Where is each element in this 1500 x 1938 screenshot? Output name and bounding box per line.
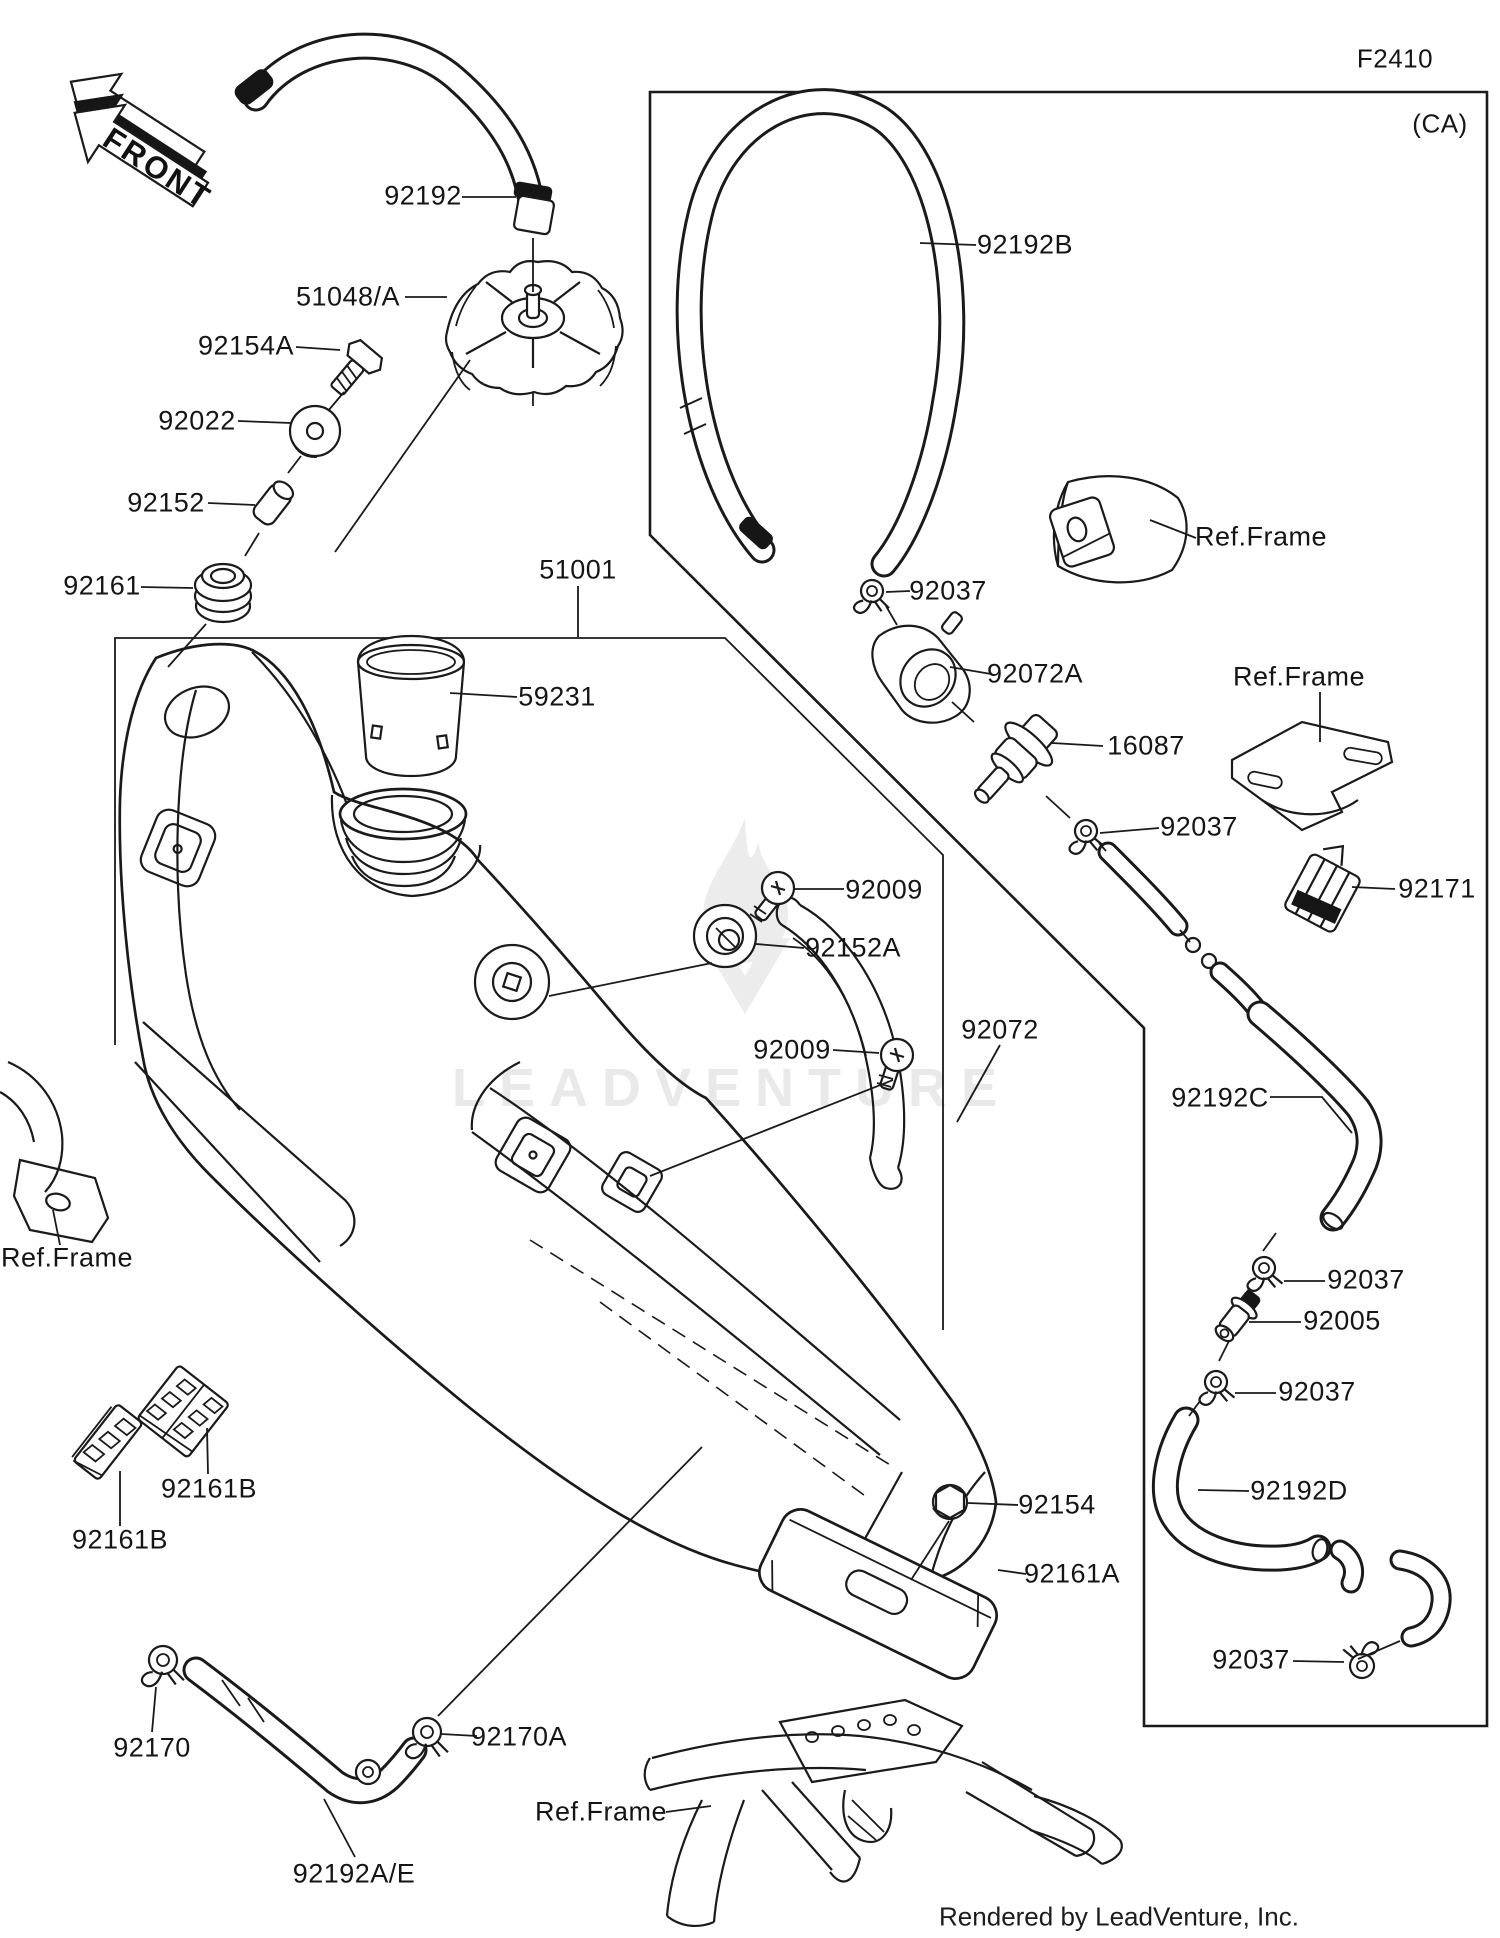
part-label-92037-2: 92037 [1160,811,1238,842]
part-label-92192C: 92192C [1171,1082,1269,1113]
part-label-92154: 92154 [1018,1489,1096,1520]
part-label-92022: 92022 [158,405,236,436]
tank-assembly-bracket [114,637,944,1330]
hose-92192B [675,88,966,578]
renderer-credit: Rendered by LeadVenture, Inc. [939,1901,1299,1932]
hose-92192D [1151,1406,1452,1648]
part-label-92009-2: 92009 [753,1034,831,1065]
ref-frame-drawing-2 [1230,720,1394,832]
spacer-92152 [252,480,295,526]
clamp-92037-5 [1342,1641,1380,1680]
grommet-92161 [193,562,253,624]
fuel-tank-51001 [118,642,998,1587]
part-label-92161B-1: 92161B [160,1473,258,1504]
part-label-92037-3: 92037 [1327,1264,1405,1295]
clamp-92171 [1284,844,1361,933]
part-label-92161A: 92161A [1023,1558,1121,1589]
part-label-92152A: 92152A [804,932,902,963]
part-label-92192D: 92192D [1250,1475,1348,1506]
bolt-92154A [330,338,384,396]
hose-92192 [234,32,555,236]
part-label-92170A: 92170A [470,1721,568,1752]
shim-92161B-left [71,1404,143,1480]
ref-frame-drawing-left [0,1060,110,1244]
region-tag: (CA) [1412,108,1468,139]
part-label-51048A: 51048/A [295,281,401,312]
part-label-51001: 51001 [539,554,617,585]
clamp-92037-3 [1246,1255,1284,1292]
clamp-92037-1 [852,578,890,614]
part-label-92161B-2: 92161B [71,1524,169,1555]
screw-92009-1 [749,870,796,923]
part-label-59231: 59231 [518,681,596,712]
clamp-92170A [404,1716,449,1760]
clamp-92170 [140,1644,185,1688]
washer-92022 [288,404,342,458]
part-label-92152: 92152 [127,487,205,518]
screw-92009-2 [876,1037,915,1091]
leader-lines [52,196,1401,1858]
part-label-92037-4: 92037 [1278,1376,1356,1407]
ca-variant-box [648,90,1489,1728]
damper-92161A [758,1508,998,1680]
part-label-92192AE: 92192A/E [292,1858,416,1889]
clamp-92037-4 [1198,1369,1236,1406]
ref-frame-label-2: Ref.Frame [1232,661,1366,692]
part-label-92171: 92171 [1398,873,1476,904]
collar-59231 [356,634,466,778]
watermark-text: LEADVENTURE [452,1058,1011,1118]
part-label-92072A: 92072A [986,658,1084,689]
part-label-92037-5: 92037 [1212,1644,1290,1675]
part-label-92192B: 92192B [976,229,1074,260]
leadventure-watermark: LEADVENTURE [452,818,1011,1118]
front-direction-marker: FRONT [69,72,218,216]
part-label-92005: 92005 [1303,1305,1381,1336]
part-label-92161: 92161 [63,570,141,601]
fuel-tube-segments [1097,841,1267,1019]
fuel-filter-92072A [871,611,971,724]
ref-frame-drawing-1 [1048,475,1188,584]
ref-frame-drawing-bottom [643,1698,1123,1928]
shim-92161B-right [137,1365,229,1458]
part-label-92009-1: 92009 [845,874,923,905]
figure-code: F2410 [1356,43,1434,74]
fitting-92005 [1214,1290,1261,1343]
fuel-cap-51048 [444,260,624,406]
part-label-92072: 92072 [961,1014,1039,1045]
hose-92192C [1246,1000,1383,1232]
part-label-92154A: 92154A [197,330,295,361]
ref-frame-label-left: Ref.Frame [0,1242,134,1273]
part-label-92192: 92192 [384,180,462,211]
part-label-92170: 92170 [113,1732,191,1763]
grommet-92152A [692,903,758,969]
part-label-16087: 16087 [1107,730,1185,761]
ref-frame-label-1: Ref.Frame [1194,521,1328,552]
valve-16087 [973,713,1058,804]
hose-92192AE [182,1656,428,1805]
ref-frame-label-bottom: Ref.Frame [534,1796,668,1827]
part-label-92037-1: 92037 [909,575,987,606]
bolt-92154 [931,1483,969,1521]
